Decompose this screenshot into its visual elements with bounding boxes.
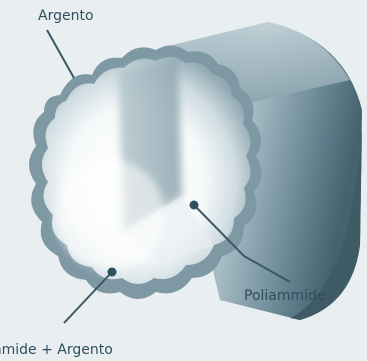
silver-glow (55, 160, 165, 270)
label-polyamide-silver: mmide + Argento (0, 343, 113, 357)
label-silver: Argento (38, 9, 94, 23)
blend-marker-dot (108, 268, 117, 277)
label-polyamide: Poliammide (244, 289, 326, 303)
core-marker-dot (190, 201, 199, 210)
leader-line-silver (47, 30, 74, 78)
